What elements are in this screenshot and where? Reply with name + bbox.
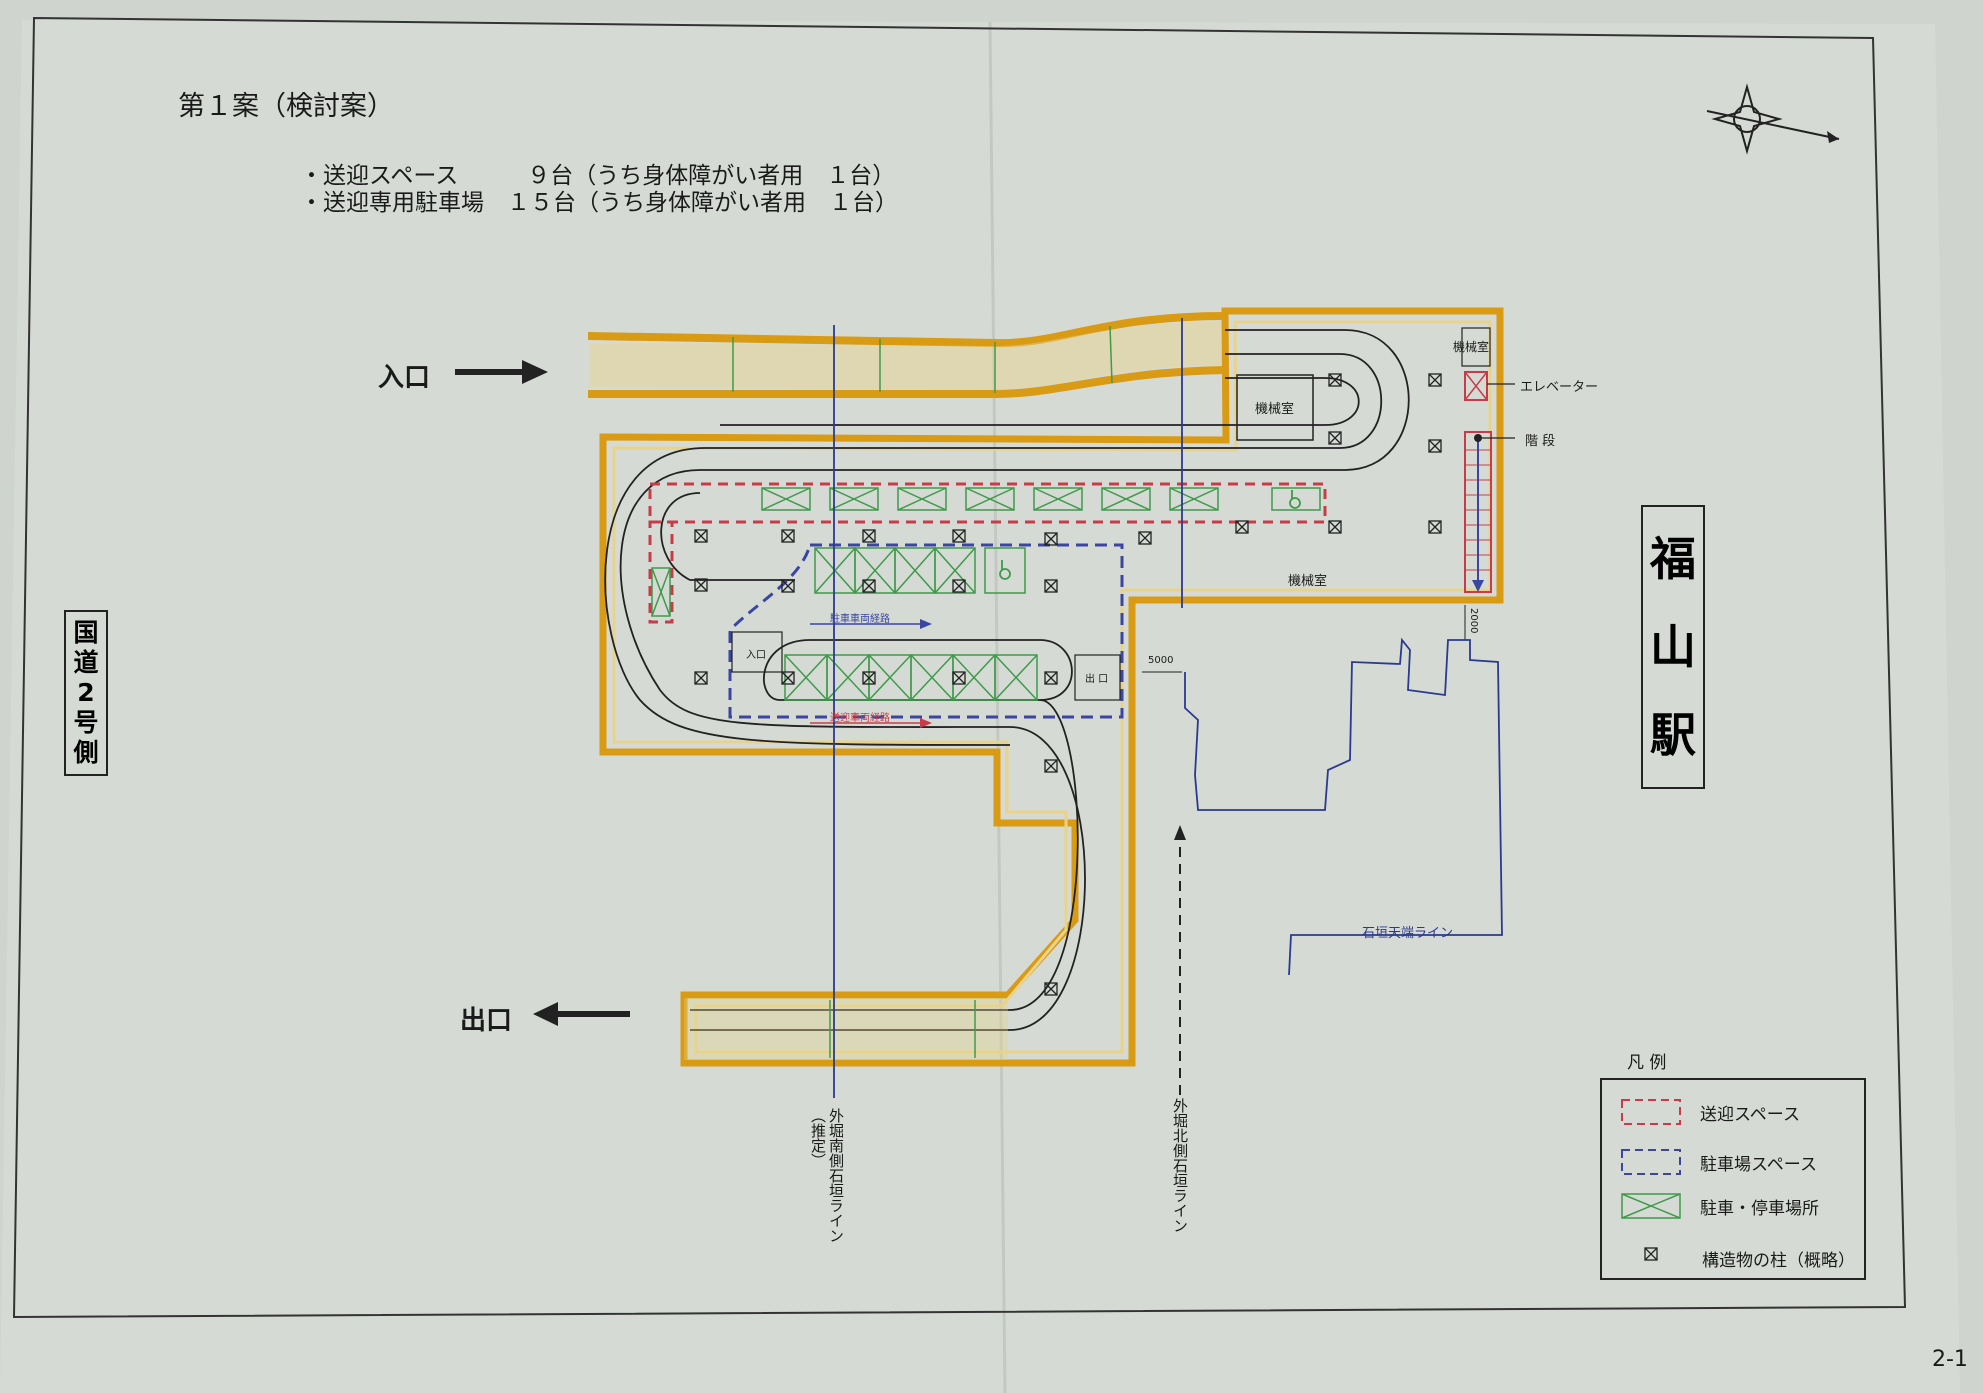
column-icon (781, 529, 795, 543)
column-icon (1428, 373, 1442, 387)
entrance-label: 入口 (378, 363, 431, 393)
pickup-aisle-arrow (810, 718, 932, 728)
parking-aisle-arrow (810, 619, 932, 629)
column-icon (1428, 520, 1442, 534)
column-icon (1044, 759, 1058, 773)
stone-wall-top-line (1184, 637, 1503, 976)
column-icon (952, 671, 966, 685)
parking-stall (994, 654, 1038, 701)
machine-room-label-1: 機械室 (1255, 402, 1295, 417)
inner-exit-label: 出 口 (1085, 674, 1109, 685)
pickup-stall (1169, 487, 1219, 511)
drawing-frame (12, 16, 1907, 1319)
exit-ramp (684, 998, 1008, 1060)
column-icon (1235, 520, 1249, 534)
parking-stalls (784, 547, 1038, 701)
elevator-label: エレベーター (1520, 380, 1599, 395)
pickup-stall (829, 487, 879, 511)
wheelchair-icon (1289, 490, 1301, 509)
drive-aisle (604, 329, 1410, 1031)
parking-space (728, 543, 1124, 719)
column-icon (1328, 373, 1342, 387)
road-side-label: 国道2号側 (64, 610, 108, 776)
legend-title: 凡 例 (1627, 1053, 1667, 1073)
inner-exit-box (1074, 654, 1121, 701)
compass-icon (1706, 83, 1840, 155)
station-label: 福山駅 (1641, 505, 1705, 789)
inner-entrance-box (731, 631, 783, 673)
pickup-aisle-label: 送迎車両経路 (830, 713, 890, 724)
building-inner-line (612, 320, 1492, 1054)
column-icon (1044, 982, 1058, 996)
structural-columns (694, 373, 1442, 996)
pickup-stall-side (651, 567, 671, 617)
column-icon (694, 671, 708, 685)
parking-stall (934, 547, 976, 594)
column-icon (952, 579, 966, 593)
summary-line-parking: ・送迎専用駐車場 １５台（うち身体障がい者用 １台） (300, 190, 898, 216)
pickup-stall (1101, 487, 1151, 511)
pickup-stall (1033, 487, 1083, 511)
legend-swatches (1621, 1099, 1681, 1261)
pickup-stall (965, 487, 1015, 511)
pickup-stalls (651, 487, 1321, 617)
paper-fold (988, 21, 1007, 1393)
column-icon (694, 578, 708, 592)
legend-column-icon (1644, 1247, 1658, 1261)
machine-room-label-2: 機械室 (1453, 340, 1490, 354)
machine-room-label-3: 機械室 (1288, 574, 1328, 589)
column-icon (1044, 671, 1058, 685)
stone-wall-top-label: 石垣天端ライン (1362, 926, 1454, 941)
north-wall-arrow (1174, 825, 1186, 840)
column-icon (862, 579, 876, 593)
column-icon (694, 529, 708, 543)
column-icon (781, 671, 795, 685)
column-icon (1328, 431, 1342, 445)
column-icon (862, 671, 876, 685)
dimension-5000: 5000 (1148, 655, 1174, 666)
legend: 送迎スペース 駐車場スペース 駐車・停車場所 構造物の柱（概略） (1600, 1078, 1866, 1280)
pickup-stall (761, 487, 811, 511)
north-wall-line-label: 外堀北側石垣ライン (1171, 1098, 1189, 1233)
column-icon (1044, 532, 1058, 546)
column-icon (1044, 579, 1058, 593)
column-icon (1428, 439, 1442, 453)
legend-label-parking: 駐車場スペース (1700, 1155, 1817, 1175)
stairs-label: 階 段 (1525, 434, 1556, 449)
column-icon (862, 529, 876, 543)
legend-label-stall: 駐車・停車場所 (1700, 1199, 1819, 1219)
column-icon (1138, 531, 1152, 545)
column-icon (952, 529, 966, 543)
entrance-arrow (455, 360, 548, 384)
pickup-stall-accessible (1271, 487, 1321, 511)
parking-stall-accessible (984, 547, 1026, 594)
exit-arrow (533, 1002, 630, 1026)
south-wall-line-label: 外堀南側石垣ライン (827, 1108, 845, 1243)
south-wall-note: （推定） (809, 1108, 827, 1168)
exit-label: 出口 (460, 1006, 513, 1036)
inner-entrance-label: 入口 (746, 650, 766, 661)
summary-line-pickup: ・送迎スペース ９台（うち身体障がい者用 １台） (300, 163, 896, 189)
pickup-space-side (648, 520, 674, 624)
pickup-stall (897, 487, 947, 511)
legend-label-column: 構造物の柱（概略） (1702, 1251, 1855, 1271)
machine-room-2-box (1461, 327, 1491, 367)
page-title: 第１案（検討案） (178, 91, 394, 122)
wheelchair-icon (999, 560, 1011, 580)
legend-label-pickup: 送迎スペース (1700, 1105, 1800, 1125)
dimension-2000: 2000 (1468, 608, 1479, 634)
legend-swatch-stall (1621, 1193, 1681, 1219)
page-number: 2-1 (1932, 1347, 1968, 1372)
parking-aisle-label: 駐車車両経路 (830, 614, 890, 625)
legend-swatch-parking (1621, 1149, 1681, 1175)
column-icon (781, 579, 795, 593)
column-icon (1328, 520, 1342, 534)
elevator-box (1464, 371, 1488, 401)
paper-sheet (0, 20, 1960, 1393)
legend-swatch-pickup (1621, 1099, 1681, 1125)
machine-room-1 (1236, 374, 1314, 441)
